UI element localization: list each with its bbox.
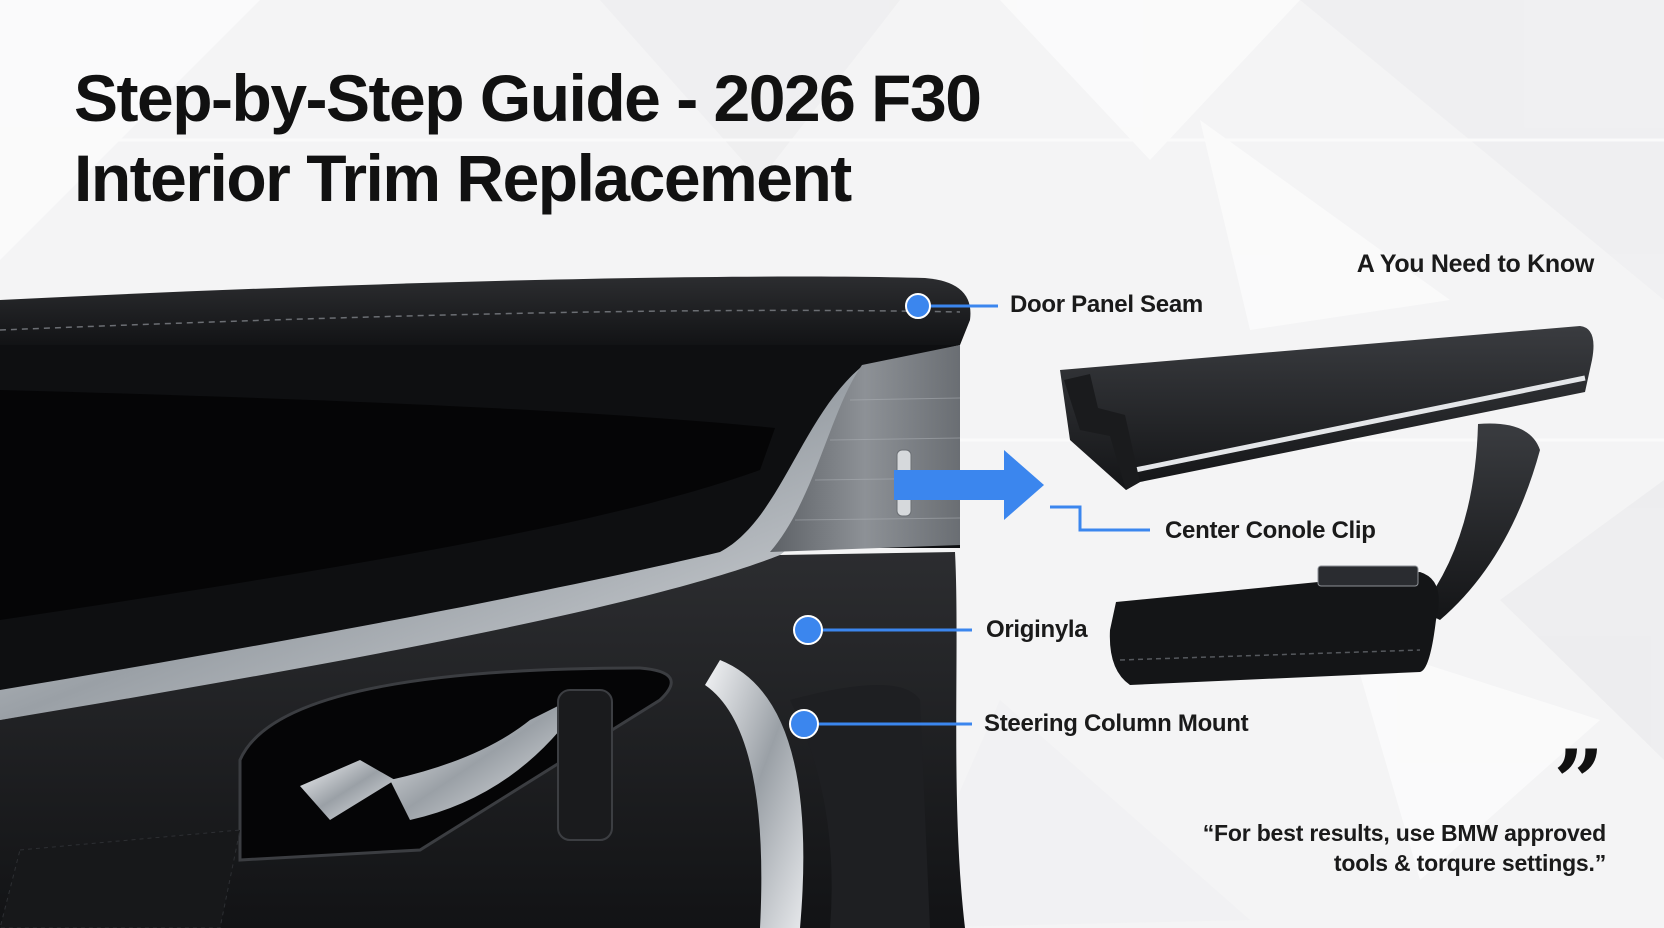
door-panel [0, 276, 971, 928]
tip-quote: “For best results, use BMW approved tool… [1046, 818, 1606, 878]
callout-dot-icon [793, 615, 823, 645]
section-heading: A You Need to Know [1356, 250, 1595, 278]
quote-icon: ” [1553, 730, 1604, 834]
callout-lines [789, 293, 1150, 739]
callout-dot-icon [789, 709, 819, 739]
callout-dot-icon [905, 293, 931, 319]
quote-line-1: “For best results, use BMW approved [1202, 820, 1606, 846]
title-line-2: Interior Trim Replacement [74, 141, 852, 215]
callout-label-door-panel-seam: Door Panel Seam [1010, 291, 1203, 318]
callout-label-steering-column-mount: Steering Column Mount [984, 710, 1249, 737]
callout-label-originyla: Originyla [986, 616, 1088, 643]
arrow-right-icon [894, 450, 1044, 520]
trim-part [1060, 326, 1594, 685]
quote-line-2: tools & torqure settings.” [1333, 850, 1606, 876]
title-line-1: Step-by-Step Guide - 2026 F30 [74, 61, 982, 135]
page-title: Step-by-Step Guide - 2026 F30 Interior T… [74, 58, 982, 218]
callout-label-center-console-clip: Center Conole Clip [1165, 517, 1376, 544]
